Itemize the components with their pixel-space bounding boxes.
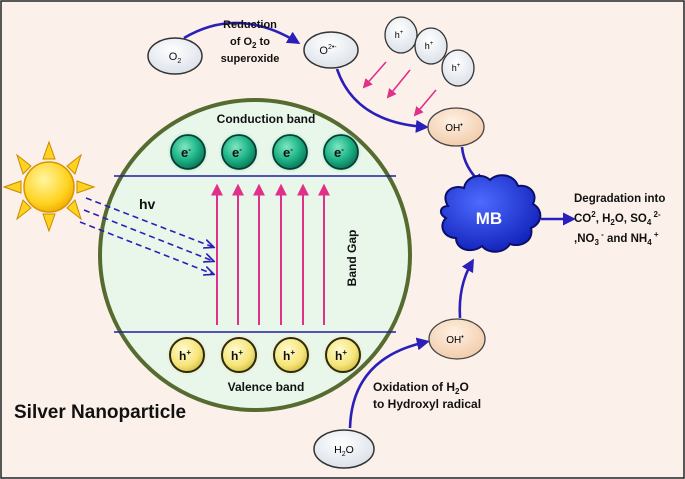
svg-text:e-: e- [232,145,242,160]
photon-arrow [83,209,213,261]
hole-transfer-arrows [362,61,437,117]
electron-particle: e- [218,131,260,173]
svg-text:h+: h+ [425,41,434,51]
hole-particle: h+ [270,334,312,376]
svg-text:h+: h+ [452,63,461,73]
oxidation-arrow [348,337,430,429]
superoxide-molecule: O2•- [303,31,359,69]
svg-text:e-: e- [334,145,344,160]
hole-particle: h+ [322,334,364,376]
light-arrows [79,197,213,274]
svg-text:MB: MB [476,209,502,228]
band-gap-label: Band Gap [345,230,359,287]
hydroxyl-radical-bottom: OH• [428,318,486,360]
svg-text:e-: e- [283,145,293,160]
silver-nanoparticle-label: Silver Nanoparticle [14,402,186,423]
hole-transfer-arrow [386,69,411,99]
svg-text:Degradation into: Degradation into [574,193,665,205]
hole-transfer-arrow [413,89,437,117]
hole-oval: h+ [414,27,448,65]
hole-oval: h+ [441,49,475,87]
photon-arrow [79,221,213,274]
hole-particle: h+ [218,334,260,376]
electron-particle: e- [320,131,362,173]
photon-arrow [85,197,213,247]
hydroxyl-radical-top: OH• [427,107,485,147]
svg-text:of O2 to: of O2 to [230,36,270,50]
hv-label: hv [139,196,156,212]
mb-dye-cloud: MB [440,174,542,253]
excitation-arrows [211,183,330,325]
reduction-label: Reduction of O2 to superoxide [221,19,280,65]
svg-text:Oxidation of H2O: Oxidation of H2O [373,380,469,396]
svg-text:CO2, H2O, SO4 2-: CO2, H2O, SO4 2- [574,210,661,227]
svg-text:O2: O2 [169,51,182,65]
electron-particle: e- [167,131,209,173]
hydroxyl-to-mb-arrow-bottom [458,258,474,319]
conduction-band-label: Conduction band [217,112,316,126]
svg-text:Reduction: Reduction [223,19,277,31]
svg-text:h+: h+ [179,348,191,363]
svg-text:h+: h+ [231,348,243,363]
superoxide-to-hydroxyl-arrow [335,68,429,133]
electron-particle: e- [269,131,311,173]
svg-text:h+: h+ [283,348,295,363]
sun-icon [2,140,96,233]
svg-text:H2O: H2O [334,444,354,458]
svg-text:superoxide: superoxide [221,53,280,65]
reduction-arrow [183,21,301,45]
oxidation-label: Oxidation of H2O to Hydroxyl radical [373,380,481,411]
degradation-products-label: Degradation into CO2, H2O, SO4 2- ,NO3 -… [574,193,665,247]
hole-transfer-arrow [362,61,387,89]
o2-molecule: O2 [147,37,203,75]
svg-text:,NO3 - and NH4 +: ,NO3 - and NH4 + [574,230,659,247]
svg-text:OH•: OH• [445,122,463,134]
svg-text:OH•: OH• [446,334,464,346]
svg-text:h+: h+ [395,30,404,40]
valence-band-label: Valence band [228,380,305,394]
hole-oval: h+ [384,16,418,54]
svg-text:h+: h+ [335,348,347,363]
water-molecule: H2O [313,429,375,469]
svg-text:O2•-: O2•- [319,44,337,57]
svg-text:e-: e- [181,145,191,160]
hole-particle: h+ [166,334,208,376]
svg-text:to Hydroxyl radical: to Hydroxyl radical [373,397,481,411]
